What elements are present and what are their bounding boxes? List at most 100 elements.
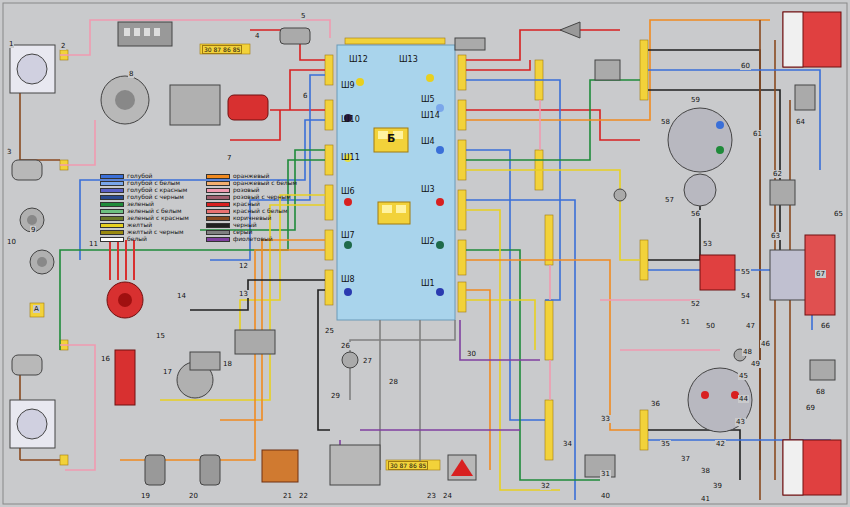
legend-text: оранжевый: [233, 172, 269, 179]
legend-row: оранжевый: [206, 172, 269, 179]
callout-number: 31: [600, 470, 611, 478]
connector-name: Ш6: [341, 187, 355, 196]
legend-text: серый: [233, 228, 252, 235]
legend-swatch: [100, 202, 124, 207]
legend-text: фиолетовый: [233, 235, 273, 242]
legend-row: фиолетовый: [206, 235, 273, 242]
connector-name: Ш9: [341, 81, 355, 90]
legend-swatch: [100, 209, 124, 214]
legend-row: голубой с белым: [100, 179, 180, 186]
callout-number: 23: [426, 492, 437, 500]
callout-number: 24: [442, 492, 453, 500]
connector-name: Ш13: [399, 55, 418, 64]
legend-text: оранжевый с белым: [233, 179, 297, 186]
callout-number: 67: [815, 270, 826, 278]
legend-text: голубой с красным: [127, 186, 187, 193]
callout-number: 59: [690, 96, 701, 104]
relay-pins: 30 87 86 85: [202, 45, 242, 54]
legend-text: зеленый: [127, 200, 154, 207]
legend-swatch: [206, 209, 230, 214]
callout-number: 19: [140, 492, 151, 500]
callout-number: 33: [600, 415, 611, 423]
callout-number: 37: [680, 455, 691, 463]
callout-number: 20: [188, 492, 199, 500]
fuse-block: Ш12Ш13Ш9Ш5Ш10Ш14Ш11Ш4БШ6Ш3Ш7Ш2Ш8Ш1: [337, 45, 455, 320]
legend-text: желтый с черным: [127, 228, 183, 235]
legend-text: черный: [233, 221, 257, 228]
callout-number: 8: [128, 70, 134, 78]
legend-text: белый: [127, 235, 147, 242]
callout-number: 22: [298, 492, 309, 500]
legend-swatch: [206, 216, 230, 221]
callout-number: 21: [282, 492, 293, 500]
callout-number: 34: [562, 440, 573, 448]
callout-number: 28: [388, 378, 399, 386]
legend-row: голубой: [100, 172, 152, 179]
callout-number: 42: [715, 440, 726, 448]
legend-row: красный с белым: [206, 207, 288, 214]
connector-name: Ш12: [349, 55, 368, 64]
legend-text: розовый: [233, 186, 260, 193]
connector-name: Ш11: [341, 153, 360, 162]
callout-number: 47: [745, 322, 756, 330]
callout-number: 35: [660, 440, 671, 448]
callout-number: 58: [660, 118, 671, 126]
callout-number: 62: [772, 170, 783, 178]
callout-number: 48: [742, 348, 753, 356]
callout-number: 63: [770, 232, 781, 240]
callout-number: 61: [752, 130, 763, 138]
legend-swatch: [100, 223, 124, 228]
connector-name: Ш14: [421, 111, 440, 120]
callout-number: 32: [540, 482, 551, 490]
callout-number: 12: [238, 262, 249, 270]
legend-swatch: [100, 181, 124, 186]
callout-number: 45: [738, 372, 749, 380]
legend-row: голубой с красным: [100, 186, 187, 193]
legend-swatch: [206, 181, 230, 186]
callout-number: 9: [30, 226, 36, 234]
callout-number: 39: [712, 482, 723, 490]
legend-text: зеленый с красным: [127, 214, 189, 221]
callout-number: 3: [6, 148, 12, 156]
legend-text: желтый: [127, 221, 152, 228]
callout-number: 5: [300, 12, 306, 20]
callout-number: 13: [238, 290, 249, 298]
legend-row: красный: [206, 200, 260, 207]
legend-row: серый: [206, 228, 252, 235]
legend-swatch: [206, 174, 230, 179]
legend-swatch: [100, 216, 124, 221]
legend-text: розовый с черным: [233, 193, 291, 200]
legend-row: розовый: [206, 186, 260, 193]
callout-number: 64: [795, 118, 806, 126]
legend-swatch: [100, 195, 124, 200]
callout-number: 43: [735, 418, 746, 426]
callout-number: 6: [302, 92, 308, 100]
callout-number: 57: [664, 196, 675, 204]
callout-number: 51: [680, 318, 691, 326]
callout-number: 27: [362, 357, 373, 365]
legend-row: коричневый: [206, 214, 271, 221]
callout-number: 54: [740, 292, 751, 300]
legend-swatch: [100, 230, 124, 235]
legend-row: зеленый: [100, 200, 154, 207]
legend-row: черный: [206, 221, 257, 228]
legend-row: белый: [100, 235, 147, 242]
callout-number: 49: [750, 360, 761, 368]
callout-number: 52: [690, 300, 701, 308]
callout-number: 38: [700, 467, 711, 475]
callout-number: 10: [6, 238, 17, 246]
legend-text: красный с белым: [233, 207, 288, 214]
callout-number: 15: [155, 332, 166, 340]
callout-number: 56: [690, 210, 701, 218]
legend-text: голубой с белым: [127, 179, 180, 186]
callout-number: 29: [330, 392, 341, 400]
callout-number: 30: [466, 350, 477, 358]
callout-number: 44: [738, 395, 749, 403]
legend-swatch: [206, 195, 230, 200]
legend-text: коричневый: [233, 214, 271, 221]
connector-name: Ш5: [421, 95, 435, 104]
legend-swatch: [100, 237, 124, 242]
connector-name: Ш3: [421, 185, 435, 194]
callout-number: 17: [162, 368, 173, 376]
callout-number: 68: [815, 388, 826, 396]
